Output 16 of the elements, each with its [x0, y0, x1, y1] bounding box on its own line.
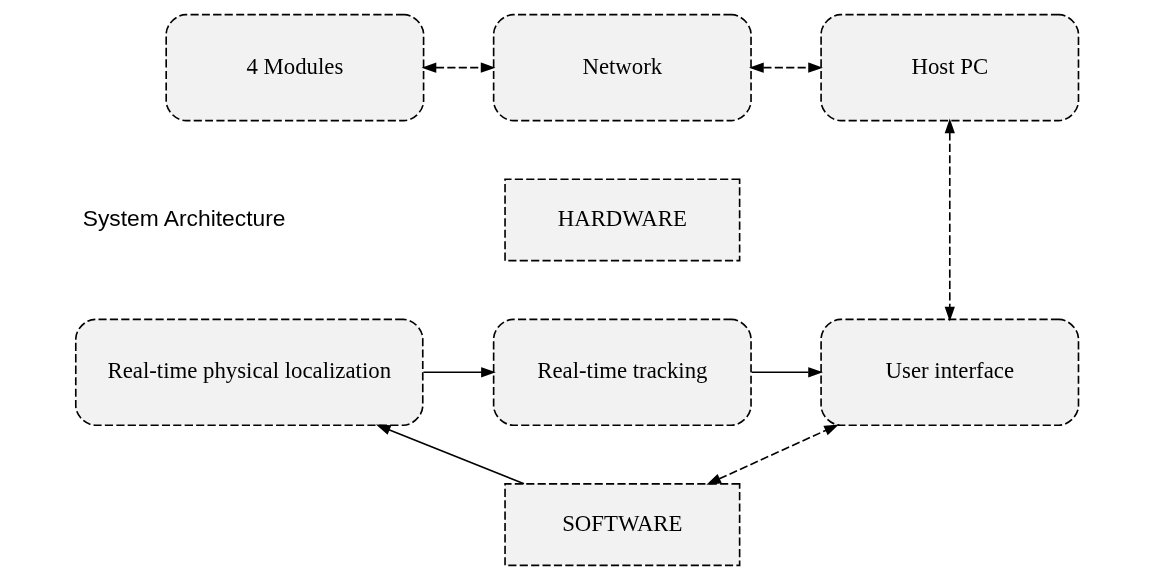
- node-box: User interface: [819, 318, 1079, 427]
- arrow: [421, 62, 495, 73]
- arrow: [705, 424, 839, 485]
- arrow: [375, 424, 525, 485]
- arrow: [944, 118, 955, 322]
- node-box: SOFTWARE: [503, 483, 740, 567]
- arrow: [748, 62, 823, 73]
- node-box: Real-time tracking: [492, 318, 752, 427]
- node-box: Real-time physical localization: [74, 318, 424, 427]
- label: System Architecture: [82, 204, 285, 231]
- arrow: [750, 367, 823, 378]
- node-box: HARDWARE: [503, 178, 740, 262]
- node-box: 4 Modules: [164, 13, 424, 122]
- node-box: Host PC: [819, 13, 1079, 122]
- arrow: [422, 367, 496, 378]
- node-box: Network: [492, 13, 752, 122]
